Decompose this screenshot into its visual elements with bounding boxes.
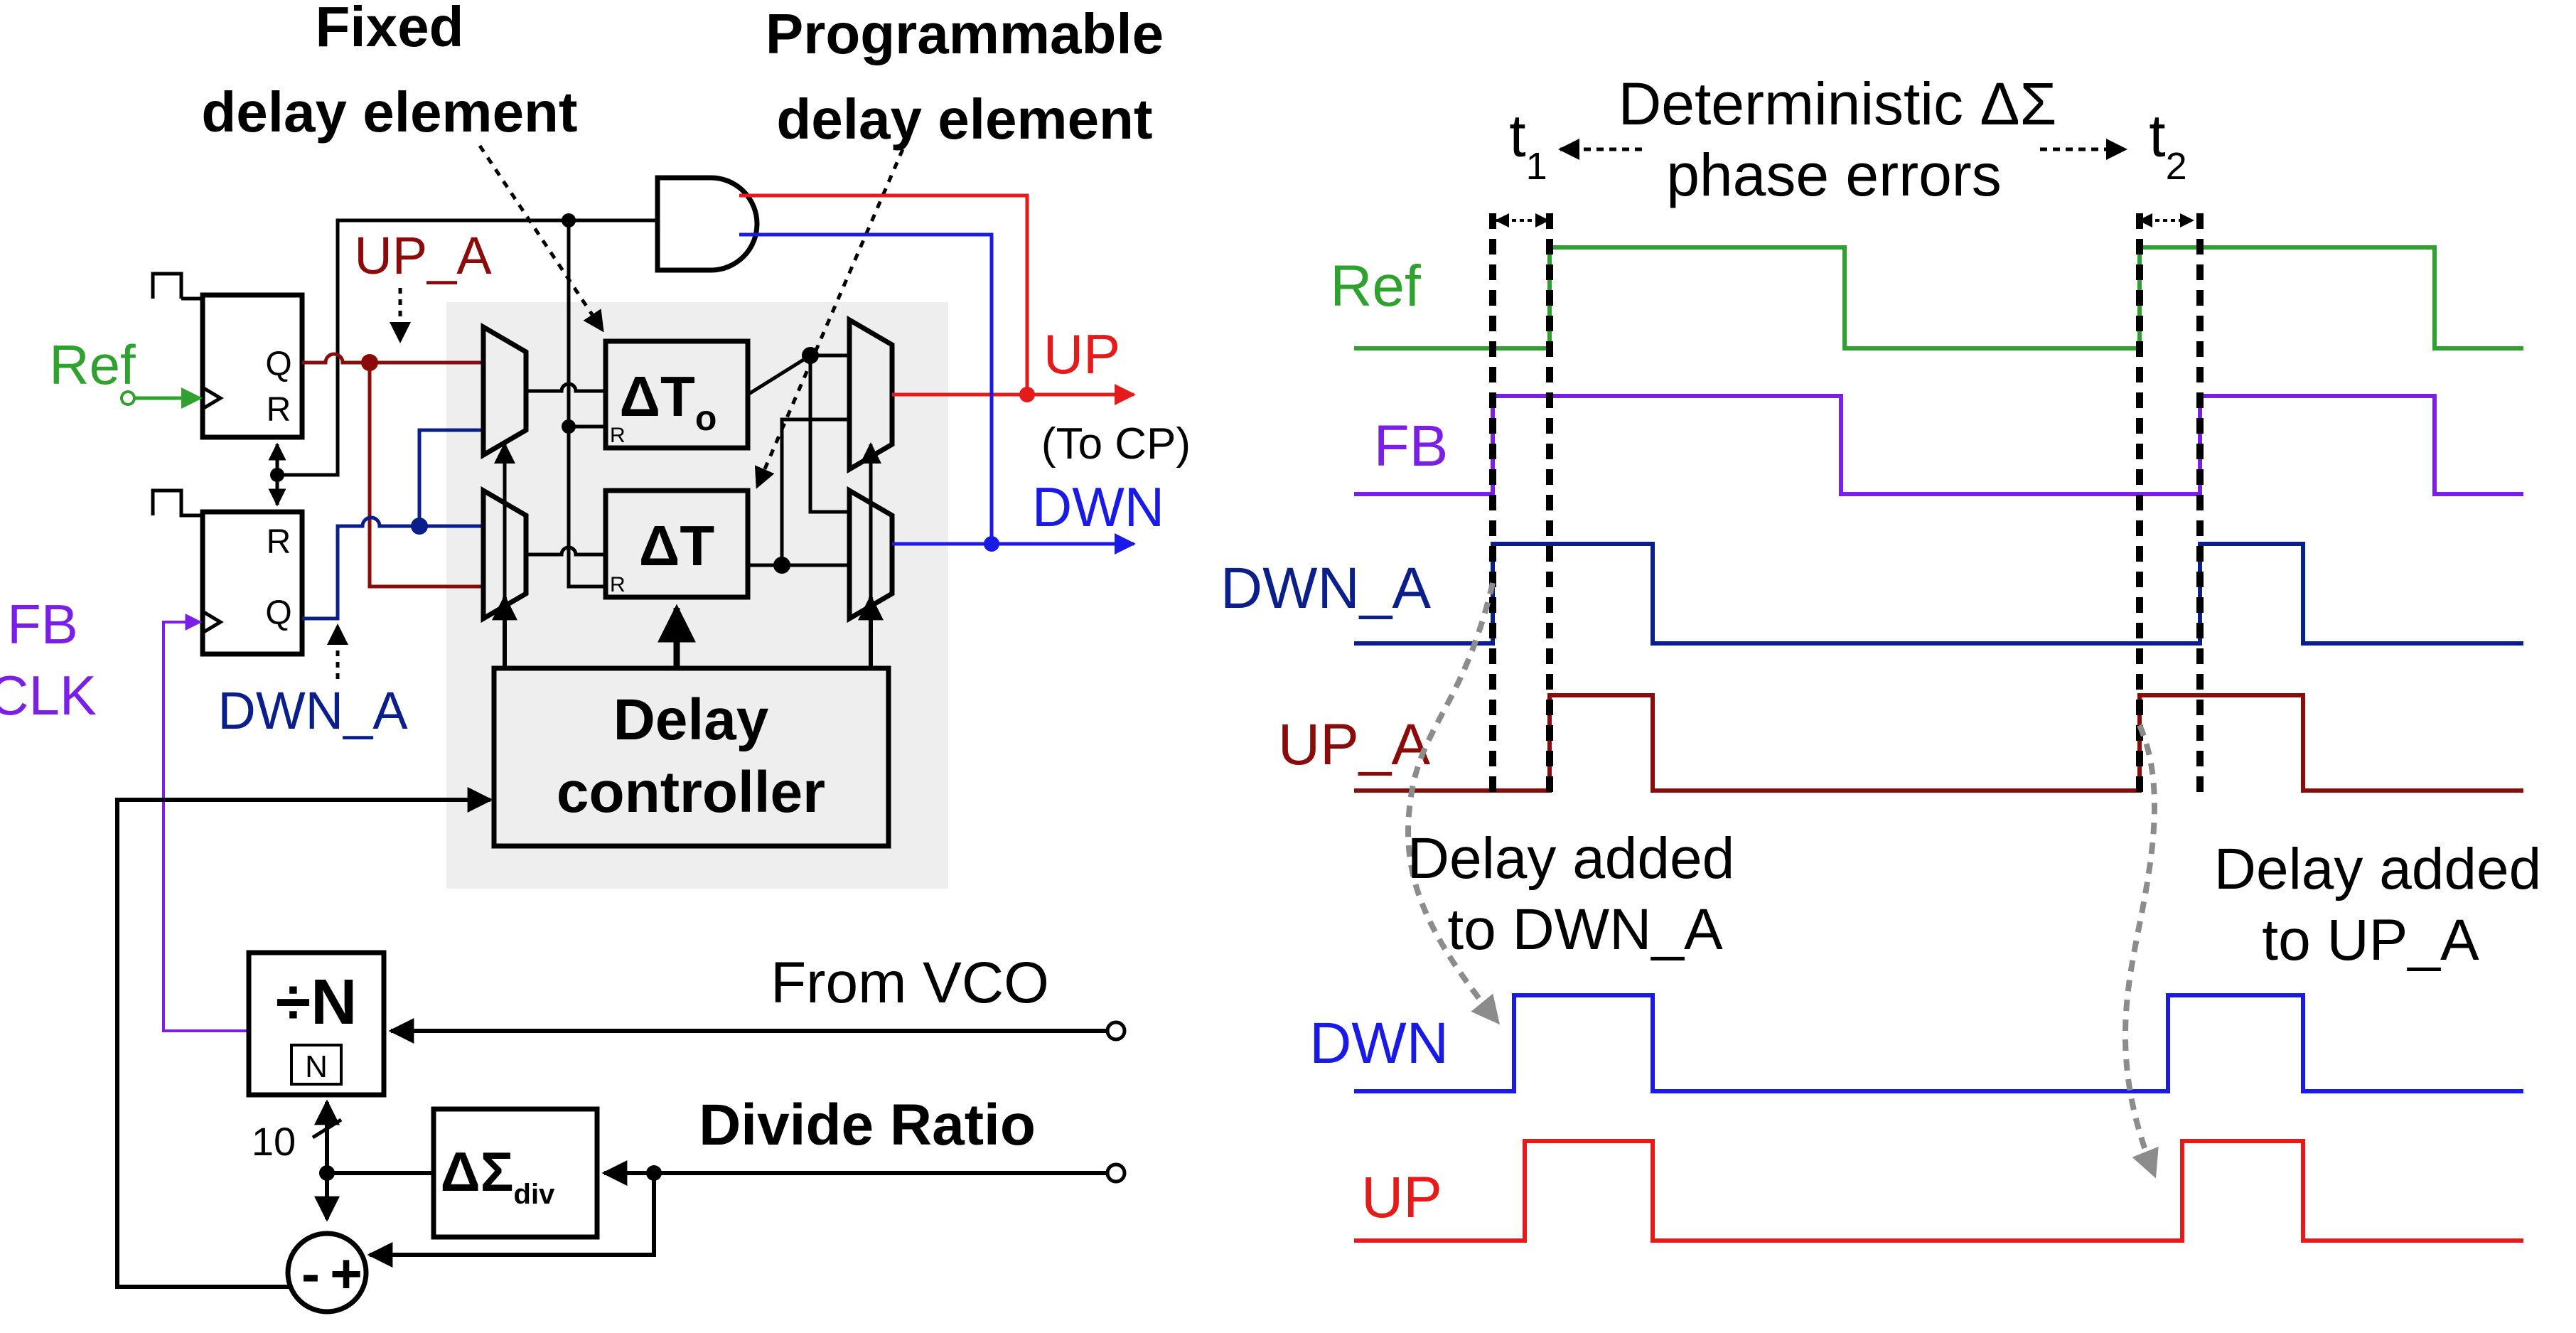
dwn-out-label: DWN [1032,476,1164,538]
ff-ref-r: R [267,391,291,429]
ff-fb-q: Q [265,594,291,632]
ratio-to-sum [367,1173,656,1268]
delay-prog-reset: R [610,573,626,596]
t1-label: t1 [1509,102,1547,188]
sum-minus: - [301,1242,320,1305]
up-a-label: UP_A [354,226,492,285]
mux2-out [526,545,606,557]
fb-label: FB [7,593,78,655]
ff-fb-d-tie [151,488,203,518]
up-a-wire [302,352,483,365]
ff-fb-r: R [267,523,291,561]
dt-to-mux3 [780,417,849,565]
mux-left-bot [481,486,529,623]
divide-ratio-label: Divide Ratio [699,1093,1036,1157]
ff-ref-d-tie [151,272,183,299]
fixed-label: Fixed [316,0,464,58]
note1-line1: Delay added [1407,826,1734,891]
sig-up-label: UP [1361,1165,1442,1230]
phase-errors-line2: phase errors [1666,141,2002,208]
delay-fixed-text: ΔTo [620,365,717,438]
ff-ref-clk-tri [201,385,224,411]
divider-n-box [290,1044,343,1086]
ff-fb [200,509,305,657]
fb-clk-wire [162,614,249,1032]
dto-to-mux4 [808,355,849,514]
schematic: Fixed delay element Programmable delay e… [0,0,1191,1315]
sum-plus: + [330,1242,363,1305]
fixed-delay-label: delay element [201,80,577,144]
and-gate [655,175,760,273]
ref-label: Ref [49,333,136,396]
sig-fb-label: FB [1374,414,1449,478]
prog-pointer [754,149,905,489]
phase-errors-line1: Deterministic ΔΣ [1619,70,2057,137]
wave-dwn-a [1354,542,2523,646]
vco-port [1105,1020,1127,1042]
bus-slash [311,1118,343,1140]
sig-dwn-label: DWN [1309,1011,1449,1076]
note2-line1: Delay added [2214,837,2541,901]
wave-fb [1354,394,2523,496]
reset-to-dt [567,220,606,589]
ff-ref [200,292,305,440]
ff-ref-q: Q [265,346,291,383]
delay-controller-line1: Delay [613,687,769,752]
fixed-pointer [478,144,605,333]
clk-label: CLK [0,664,97,727]
mux-right-bot [847,486,895,623]
wave-dwn [1354,993,2523,1093]
t2-label: t2 [2149,102,2186,188]
to-cp-label: (To CP) [1041,419,1191,469]
up-out-label: UP [1043,323,1120,385]
dwn-feedback [739,232,994,544]
note2-line2: to UP_A [2262,908,2479,973]
dsm-text: ΔΣdiv [441,1140,555,1210]
delay-prog-box [603,488,751,600]
delay-arrow-up [2122,724,2159,1179]
bus-width-label: 10 [252,1119,296,1164]
delay-arrow-dwn [1405,582,1501,1025]
mux1-out [526,382,606,393]
dwn-a-to-mux1 [417,428,483,526]
wave-up [1354,1139,2523,1243]
err-to-ctrl [115,787,493,1289]
reset-node-dto [562,419,576,434]
ratio-port [1105,1162,1127,1184]
timing-diagram: t1 t2 Deterministic ΔΣ phase errors Ref … [1220,70,2541,1243]
sig-dwn-a-label: DWN_A [1220,556,1431,621]
divider-n-text: N [305,1049,328,1084]
up-feedback [739,193,1029,395]
sum-node [285,1231,369,1315]
wave-up-a [1354,693,2523,793]
divider-text: ÷N [276,967,357,1038]
dwn-a-label: DWN_A [218,681,408,740]
sig-ref-label: Ref [1330,254,1421,318]
from-vco-label: From VCO [771,951,1049,1015]
dwn-a-wire [302,515,483,621]
delay-prog-text: ΔT [639,514,715,577]
sig-up-a-label: UP_A [1278,712,1431,777]
note1-line2: to DWN_A [1447,897,1723,962]
delay-controller-box [491,665,891,849]
up-a-to-mux2 [367,363,483,589]
prog-delay-label: delay element [776,87,1152,151]
wave-ref [1354,245,2523,350]
divider-box [246,950,387,1098]
delay-controller-line2: controller [557,760,825,825]
ff-fb-clk-tri [201,609,224,635]
reset-wire [277,218,569,477]
prog-label: Programmable [766,2,1164,65]
mux-left-top [481,322,529,460]
delay-fixed-reset: R [610,424,626,447]
